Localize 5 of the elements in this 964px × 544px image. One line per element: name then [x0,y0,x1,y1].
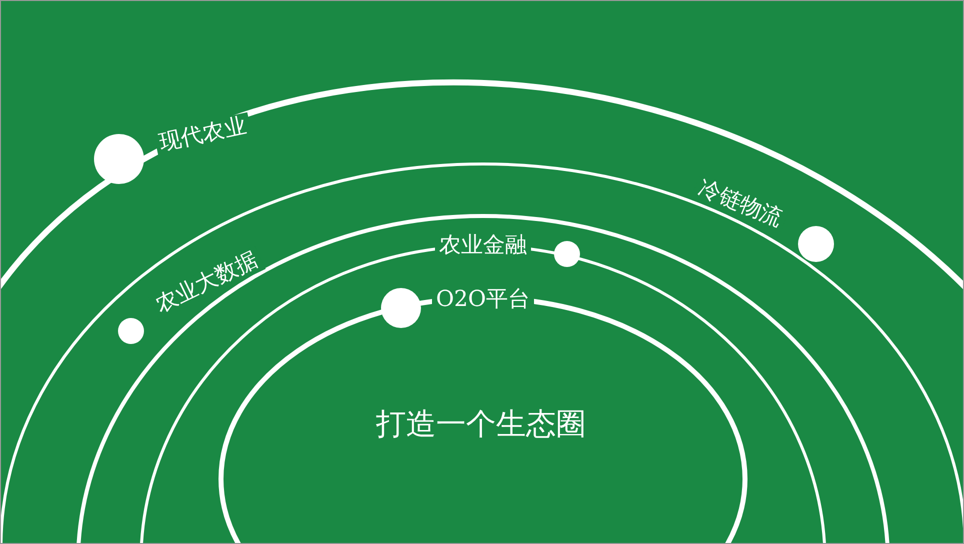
planet-circle [798,226,834,262]
planet-circle [94,134,144,184]
planet-circle [118,318,144,344]
center-heading: 打造一个生态圈 [375,406,587,444]
planet-circle [554,241,580,267]
